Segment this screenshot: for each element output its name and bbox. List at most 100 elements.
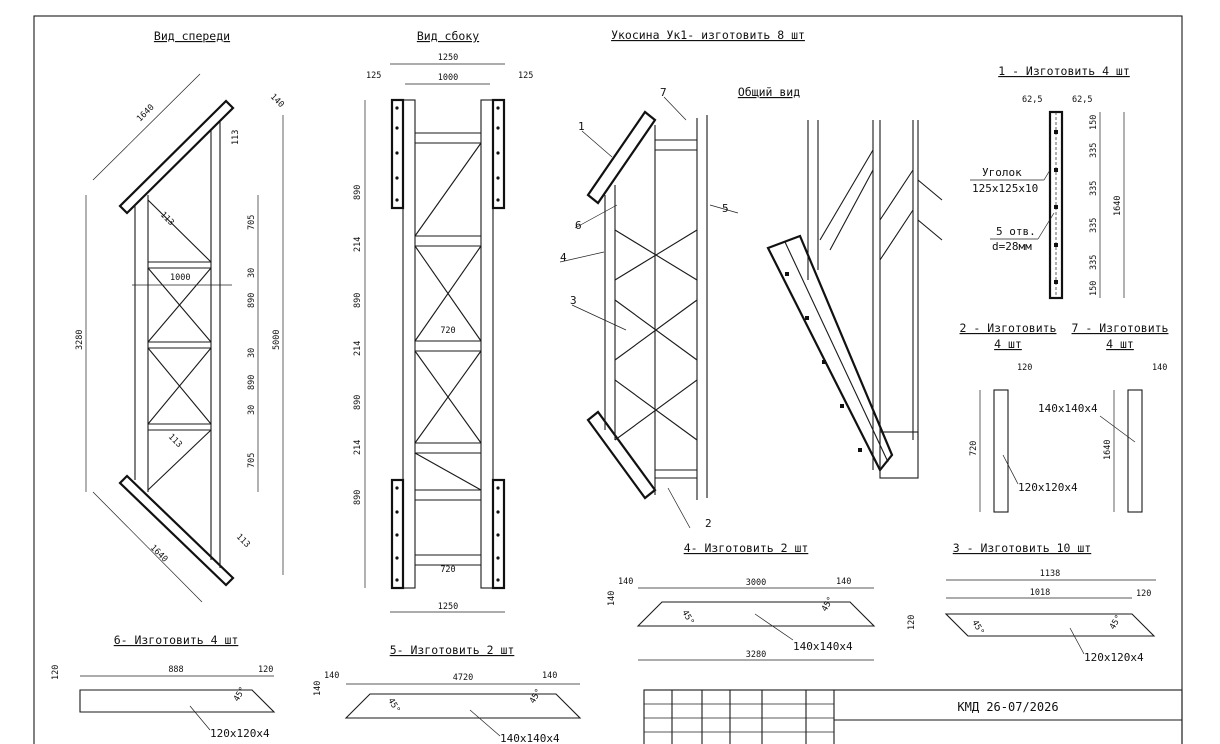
svg-text:214: 214 [353, 237, 363, 252]
part-3: 3 - Изготовить 10 шт 1138 1018 120 120 1… [907, 541, 1156, 664]
svg-text:4 шт: 4 шт [1106, 337, 1134, 351]
front-view-title: Вид спереди [154, 29, 230, 43]
svg-text:62,5: 62,5 [1072, 95, 1092, 105]
svg-text:140х140х4: 140х140х4 [793, 640, 853, 653]
svg-text:62,5: 62,5 [1022, 95, 1042, 105]
svg-text:30: 30 [247, 268, 257, 278]
svg-text:140: 140 [313, 681, 323, 696]
svg-text:6: 6 [575, 219, 582, 232]
part-2-and-7: 2 - Изготовить 4 шт 7 - Изготовить 4 шт … [960, 321, 1169, 513]
svg-text:214: 214 [353, 341, 363, 356]
svg-text:1: 1 [578, 120, 585, 133]
svg-text:2: 2 [705, 517, 712, 530]
svg-text:140: 140 [268, 92, 286, 110]
svg-text:3000: 3000 [746, 578, 766, 588]
svg-text:4- Изготовить 2 шт: 4- Изготовить 2 шт [684, 541, 809, 555]
side-view: Вид сбоку 1250 1000 125 125 [353, 29, 533, 613]
svg-text:1640: 1640 [1113, 196, 1123, 216]
svg-text:705: 705 [247, 215, 257, 230]
svg-text:Уголок: Уголок [982, 166, 1022, 179]
svg-text:120: 120 [51, 665, 61, 680]
side-view-title: Вид сбоку [417, 29, 479, 43]
svg-text:d=28мм: d=28мм [992, 240, 1032, 253]
part-5: 5- Изготовить 2 шт 4720 140 140 140 140х… [313, 643, 582, 744]
svg-text:2 - Изготовить: 2 - Изготовить [960, 321, 1057, 335]
svg-text:1000: 1000 [438, 73, 458, 83]
svg-text:6- Изготовить 4 шт: 6- Изготовить 4 шт [114, 633, 239, 647]
svg-text:720: 720 [969, 441, 979, 456]
svg-text:45°: 45° [820, 595, 836, 613]
svg-text:5: 5 [722, 202, 729, 215]
svg-text:120: 120 [258, 665, 273, 675]
svg-text:5 отв.: 5 отв. [996, 225, 1036, 238]
svg-text:1640: 1640 [148, 543, 170, 565]
part-1-angle: 1 - Изготовить 4 шт 62,5 62,5 150 335 33… [970, 64, 1130, 300]
svg-text:3280: 3280 [75, 330, 85, 350]
svg-text:30: 30 [247, 405, 257, 415]
svg-text:1640: 1640 [135, 103, 157, 125]
svg-text:888: 888 [168, 665, 183, 675]
part-4: 4- Изготовить 2 шт 3000 140 140 3280 140… [607, 541, 876, 661]
svg-text:890: 890 [247, 293, 257, 308]
svg-text:150: 150 [1089, 115, 1099, 130]
svg-text:45°: 45° [969, 619, 985, 637]
svg-text:214: 214 [353, 440, 363, 455]
svg-text:113: 113 [231, 130, 241, 145]
svg-text:720: 720 [440, 565, 455, 575]
svg-text:335: 335 [1089, 218, 1099, 233]
svg-text:125: 125 [366, 71, 381, 81]
svg-text:140: 140 [1152, 363, 1167, 373]
svg-text:45°: 45° [232, 685, 248, 703]
svg-text:140: 140 [324, 671, 339, 681]
svg-text:113: 113 [234, 532, 252, 550]
svg-text:890: 890 [353, 293, 363, 308]
svg-text:45°: 45° [528, 687, 544, 705]
general-view-title: Общий вид [738, 85, 800, 99]
svg-text:5000: 5000 [272, 330, 282, 350]
svg-text:140х140х4: 140х140х4 [500, 732, 560, 744]
sheet-frame [33, 15, 1183, 744]
svg-text:140: 140 [836, 577, 851, 587]
svg-text:120: 120 [907, 615, 917, 630]
svg-text:45°: 45° [1108, 613, 1124, 631]
brace-general-view: Укосина Ук1- изготовить 8 шт Общий вид 1… [559, 28, 943, 530]
svg-text:3280: 3280 [746, 650, 766, 660]
svg-text:890: 890 [247, 375, 257, 390]
svg-text:140: 140 [542, 671, 557, 681]
svg-text:4 шт: 4 шт [994, 337, 1022, 351]
svg-text:120: 120 [1017, 363, 1032, 373]
svg-text:1640: 1640 [1103, 440, 1113, 460]
svg-text:4: 4 [560, 251, 567, 264]
svg-text:720: 720 [440, 326, 455, 336]
title-block: КМД 26-07/2026 [643, 689, 1183, 744]
svg-text:335: 335 [1089, 143, 1099, 158]
svg-text:1000: 1000 [170, 273, 190, 283]
svg-text:30: 30 [247, 348, 257, 358]
drawing-code: КМД 26-07/2026 [957, 700, 1058, 714]
svg-text:3: 3 [570, 294, 577, 307]
svg-text:5- Изготовить 2 шт: 5- Изготовить 2 шт [390, 643, 515, 657]
svg-text:335: 335 [1089, 181, 1099, 196]
svg-text:4720: 4720 [453, 673, 473, 683]
svg-text:140: 140 [618, 577, 633, 587]
svg-text:125: 125 [518, 71, 533, 81]
svg-text:1018: 1018 [1030, 588, 1050, 598]
svg-text:113: 113 [166, 432, 184, 450]
svg-text:1138: 1138 [1040, 569, 1060, 579]
part-1-title: 1 - Изготовить 4 шт [998, 64, 1130, 78]
svg-text:1250: 1250 [438, 53, 458, 63]
svg-text:890: 890 [353, 185, 363, 200]
svg-text:120х120х4: 120х120х4 [1018, 481, 1078, 494]
svg-text:150: 150 [1089, 281, 1099, 296]
svg-text:7: 7 [660, 86, 667, 99]
front-view: Вид спереди 1640 1640 3280 5000 705 [75, 29, 286, 603]
svg-text:45°: 45° [679, 609, 695, 627]
svg-text:3 - Изготовить 10 шт: 3 - Изготовить 10 шт [953, 541, 1091, 555]
svg-text:120: 120 [1136, 589, 1151, 599]
svg-text:1250: 1250 [438, 602, 458, 612]
svg-text:120х120х4: 120х120х4 [1084, 651, 1144, 664]
svg-text:705: 705 [247, 453, 257, 468]
svg-text:890: 890 [353, 490, 363, 505]
svg-text:7 - Изготовить: 7 - Изготовить [1072, 321, 1169, 335]
